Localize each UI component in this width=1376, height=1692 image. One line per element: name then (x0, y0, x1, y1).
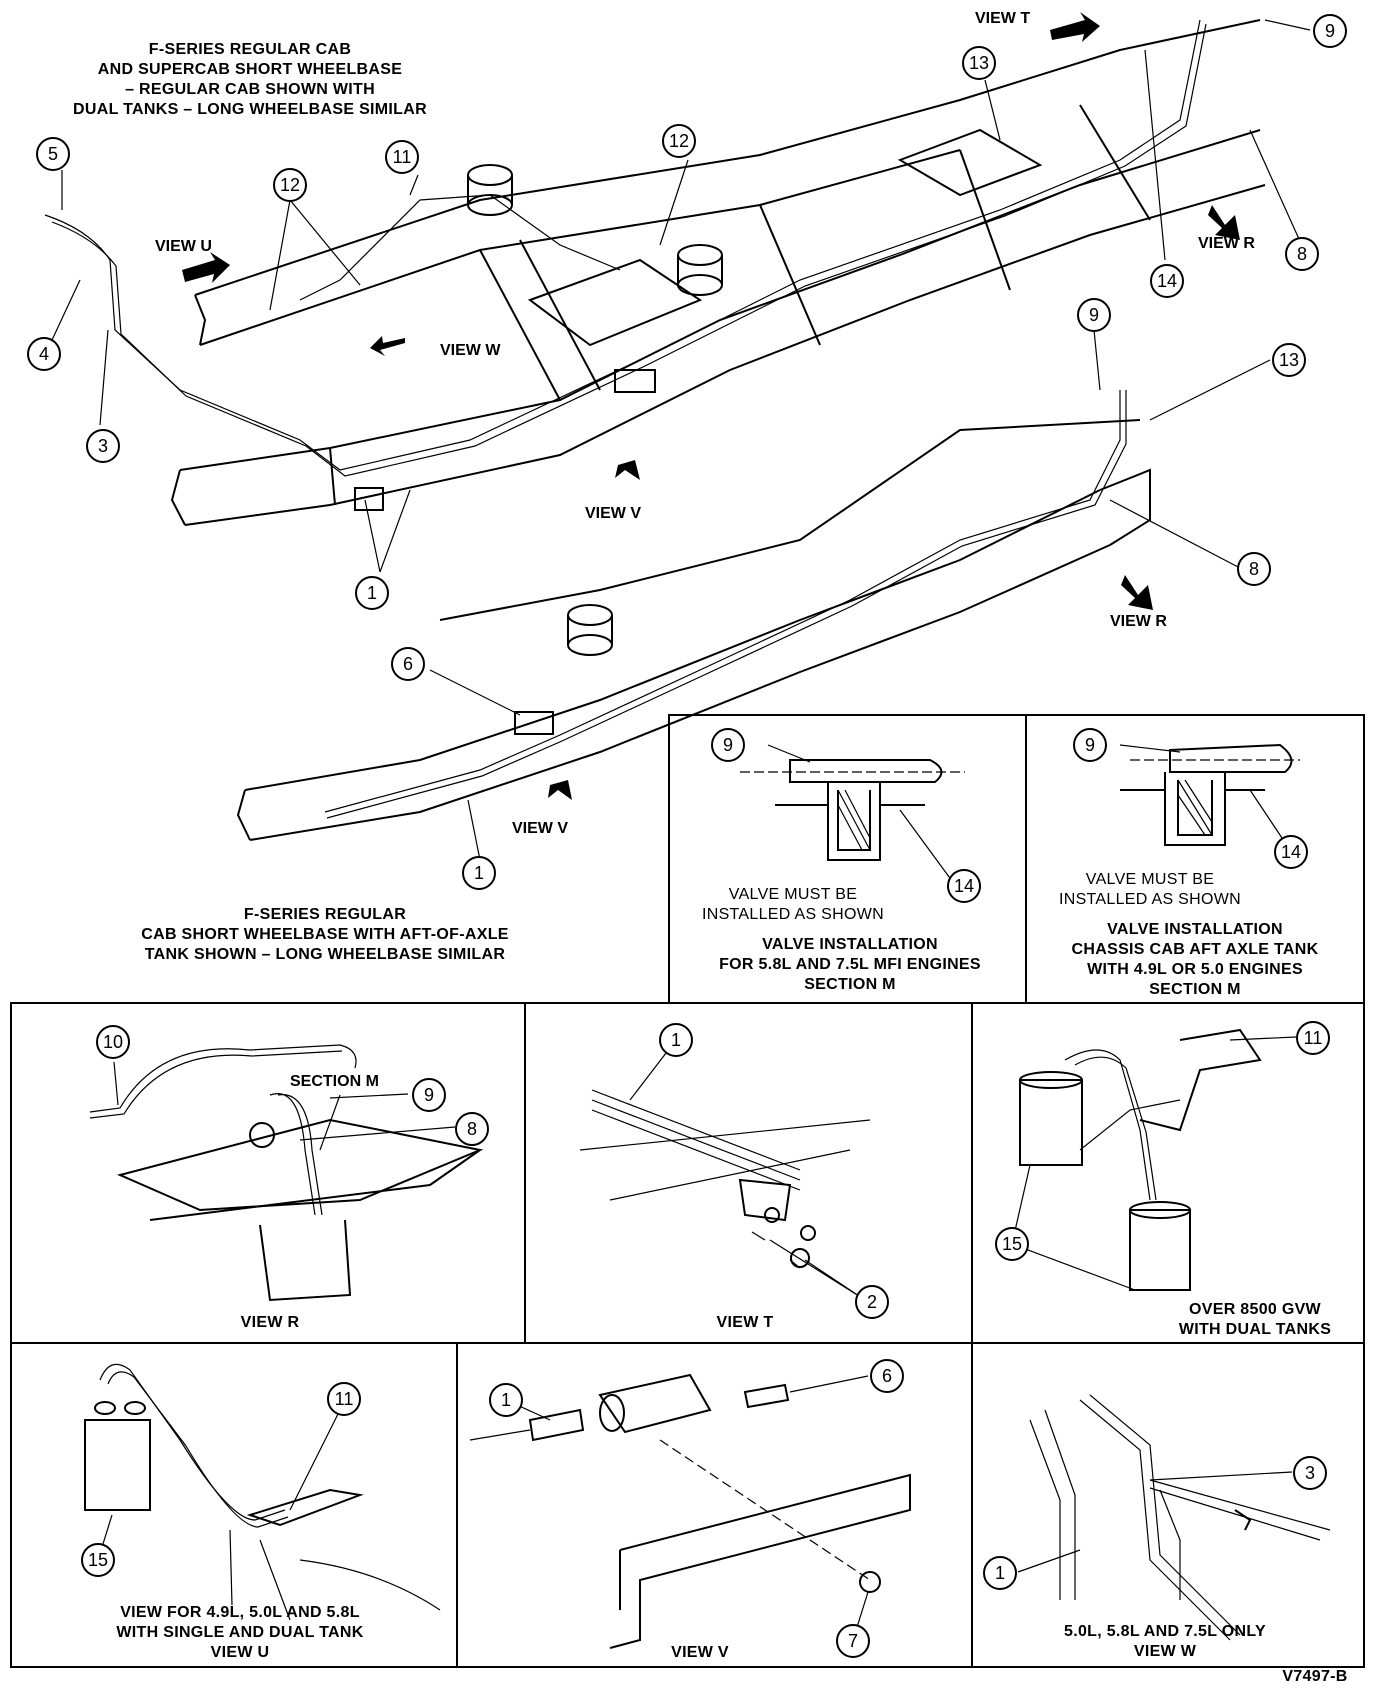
callout-14c: 14 (947, 869, 981, 903)
callout-12: 12 (273, 168, 307, 202)
section-left-note: VALVE MUST BE INSTALLED AS SHOWN (701, 886, 885, 923)
callout-11: 11 (385, 140, 419, 174)
view-t-drawing (579, 1089, 871, 1269)
view-r-arrow-top (1208, 205, 1240, 240)
section-m-label: SECTION M (290, 1073, 379, 1090)
view-u-drawing (84, 1363, 441, 1621)
view-u-arrow (182, 252, 230, 283)
callout-5: 5 (36, 137, 70, 171)
lower-frame-assembly (236, 390, 1151, 841)
view-r-panel (10, 1002, 526, 1344)
callout-14d: 14 (1274, 835, 1308, 869)
callout-8b: 8 (1237, 552, 1271, 586)
callout-11u: 11 (327, 1382, 361, 1416)
view-v-panel (456, 1342, 973, 1668)
view-r-title: VIEW R (240, 1314, 300, 1331)
callout-9e: 9 (412, 1078, 446, 1112)
callout-1a: 1 (355, 576, 389, 610)
callout-9a: 9 (1313, 14, 1347, 48)
callout-3w: 3 (1293, 1456, 1327, 1490)
leader-lines (51, 19, 1311, 1641)
section-left-title: VALVE INSTALLATION FOR 5.8L AND 7.5L MFI… (719, 936, 981, 993)
view-v-arrow-mid (548, 780, 572, 800)
callout-6v: 6 (870, 1359, 904, 1393)
section-right-title: VALVE INSTALLATION CHASSIS CAB AFT AXLE … (1071, 921, 1319, 998)
canister-dual-drawing (1019, 1028, 1262, 1291)
figure-id: V7497-B (1282, 1668, 1348, 1685)
section-m-right-drawing (1120, 743, 1300, 846)
callout-13: 13 (962, 46, 996, 80)
callout-13b: 13 (1272, 343, 1306, 377)
view-w-drawing (1029, 1394, 1331, 1641)
view-t-panel (524, 1002, 973, 1344)
view-v-label-top: VIEW V (585, 505, 642, 522)
callout-4: 4 (27, 337, 61, 371)
callout-1t: 1 (659, 1023, 693, 1057)
callout-1b: 1 (462, 856, 496, 890)
callout-9d: 9 (1073, 728, 1107, 762)
view-v-label-mid: VIEW V (512, 820, 569, 837)
view-r-arrow-mid (1121, 575, 1153, 610)
view-w-title: 5.0L, 5.8L AND 7.5L ONLY VIEW W (1064, 1623, 1266, 1660)
view-r-drawing (89, 1044, 484, 1302)
view-w-panel (971, 1342, 1365, 1668)
mid-title: F-SERIES REGULAR CAB SHORT WHEELBASE WIT… (141, 906, 509, 963)
callout-7v: 7 (836, 1624, 870, 1658)
upper-frame-assembly (44, 19, 1266, 526)
view-v-title: VIEW V (671, 1644, 729, 1661)
callout-1v: 1 (489, 1383, 523, 1417)
view-u-title: VIEW FOR 4.9L, 5.0L AND 5.8L WITH SINGLE… (116, 1604, 364, 1661)
callout-11o: 11 (1296, 1021, 1330, 1055)
view-t-label: VIEW T (975, 10, 1031, 27)
section-m-left-drawing (740, 759, 965, 861)
view-r-label-top: VIEW R (1198, 235, 1255, 252)
callout-6: 6 (391, 647, 425, 681)
view-t-title: VIEW T (716, 1314, 774, 1331)
callout-9b: 9 (1077, 298, 1111, 332)
view-v-arrow-top (615, 460, 640, 480)
over-8500-title: OVER 8500 GVW WITH DUAL TANKS (1178, 1301, 1332, 1338)
view-w-arrow (370, 336, 405, 356)
view-u-label: VIEW U (155, 238, 212, 255)
view-w-label: VIEW W (440, 342, 501, 359)
callout-10: 10 (96, 1025, 130, 1059)
callout-15u: 15 (81, 1543, 115, 1577)
callout-12b: 12 (662, 124, 696, 158)
view-v-drawing (469, 1373, 911, 1649)
callout-1w: 1 (983, 1556, 1017, 1590)
view-r-label-mid: VIEW R (1110, 613, 1167, 630)
top-title: F-SERIES REGULAR CAB AND SUPERCAB SHORT … (73, 41, 427, 118)
callout-15o: 15 (995, 1227, 1029, 1261)
view-t-arrow (1050, 12, 1100, 42)
callout-8a: 8 (1285, 237, 1319, 271)
callout-2t: 2 (855, 1285, 889, 1319)
callout-14a: 14 (1150, 264, 1184, 298)
callout-9c: 9 (711, 728, 745, 762)
section-right-note: VALVE MUST BE INSTALLED AS SHOWN (1058, 871, 1242, 908)
callout-3: 3 (86, 429, 120, 463)
callout-8e: 8 (455, 1112, 489, 1146)
